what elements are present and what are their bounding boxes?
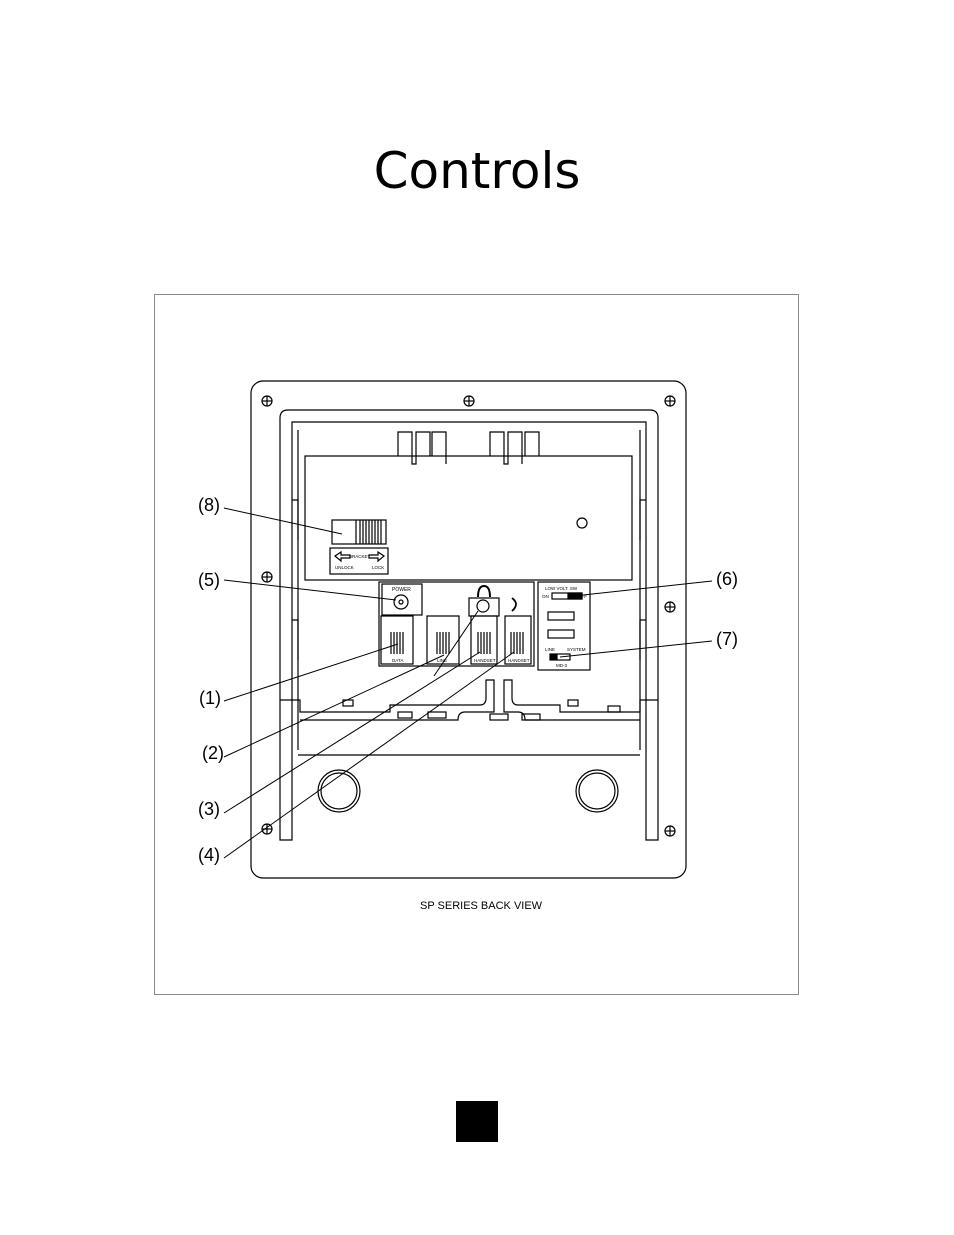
headset-icon — [477, 584, 491, 598]
arrow-right-icon — [368, 550, 386, 563]
page-title: Controls — [373, 142, 581, 200]
jack-handset — [468, 597, 500, 665]
top-recess — [304, 455, 633, 581]
callout-1: (1) — [199, 688, 221, 708]
jack-label-line: LINE — [437, 658, 447, 663]
low-volt-off-label: OFF — [578, 594, 587, 599]
foot-right — [575, 769, 619, 813]
mounting-hole — [576, 517, 588, 529]
bracket-lock-label: LOCK — [372, 565, 384, 570]
switch-slot-lower — [547, 629, 575, 639]
callout-2: (2) — [202, 743, 224, 763]
bracket-lock-slider — [329, 519, 389, 575]
jack-label-handset: HANDSET — [474, 658, 496, 663]
page-marker-block — [456, 1101, 498, 1142]
screw-icon — [261, 823, 273, 835]
screw-icon — [261, 571, 273, 583]
mode-system-label: SYSTEM — [567, 647, 586, 652]
bracket-label: BRACKET — [349, 554, 371, 559]
housing-outline — [250, 380, 687, 879]
line-system-switch — [549, 653, 571, 661]
jack-handset-2 — [504, 615, 532, 665]
switch-panel — [537, 581, 591, 671]
jack-line — [426, 615, 460, 665]
jack-label-data: DATA — [392, 658, 403, 663]
leader-lines — [223, 507, 713, 859]
callout-5: (5) — [198, 570, 220, 590]
connector-panel — [378, 581, 535, 667]
arrow-left-icon — [333, 550, 351, 563]
top-tabs — [397, 431, 540, 465]
line-system-switch-knob — [550, 654, 558, 660]
side-rails — [292, 430, 646, 756]
screw-icon — [664, 395, 676, 407]
figure-frame — [154, 294, 799, 995]
mode-model-label: MD-3 — [556, 663, 567, 668]
callout-3: (3) — [198, 799, 220, 819]
screw-icon — [261, 395, 273, 407]
screw-icon — [664, 825, 676, 837]
switch-slot-upper — [547, 611, 575, 621]
cable-channel — [280, 679, 658, 721]
screw-icon — [463, 395, 475, 407]
low-volt-on-label: ON — [542, 594, 549, 599]
power-jack-housing — [381, 583, 423, 616]
callout-7: (7) — [716, 629, 738, 649]
callout-6: (6) — [716, 569, 738, 589]
diagram-caption: SP SERIES BACK VIEW — [420, 900, 543, 912]
callout-4: (4) — [198, 845, 220, 865]
callout-8: (8) — [198, 495, 220, 515]
screw-icon — [664, 601, 676, 613]
low-volt-label: LOW VOLT. SW — [545, 586, 578, 591]
power-label: POWER — [392, 587, 411, 593]
power-jack-pin — [398, 599, 404, 605]
inner-frame — [279, 409, 659, 841]
jack-label-handset-2: HANDSET — [508, 658, 530, 663]
jack-data — [380, 615, 414, 665]
power-jack — [393, 594, 409, 610]
bracket-unlock-label: UNLOCK — [335, 565, 354, 570]
handset-icon — [511, 597, 517, 612]
mode-line-label: LINE — [545, 647, 555, 652]
